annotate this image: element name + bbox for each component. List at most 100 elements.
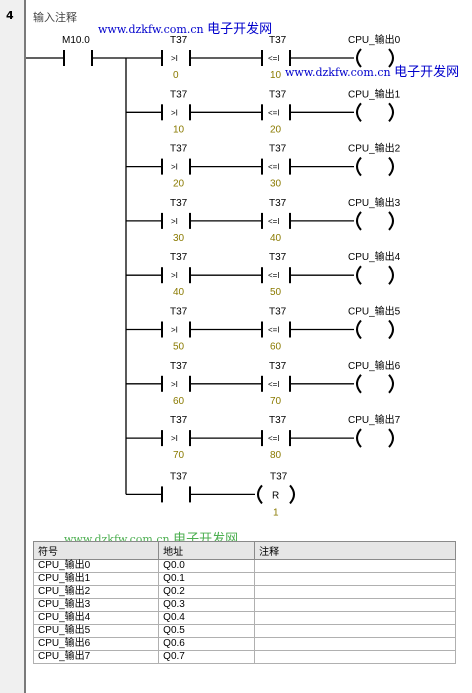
compare-gt-timer[interactable]: T37 <box>170 198 188 209</box>
address-cell[interactable]: Q0.2 <box>158 585 256 599</box>
compare-gt-timer[interactable]: T37 <box>170 415 188 426</box>
symbol-cell[interactable]: CPU_输出2 <box>32 585 160 599</box>
reset-target-label[interactable]: T37 <box>270 471 288 482</box>
symbol-cell[interactable]: CPU_输出3 <box>32 598 160 612</box>
output-coil-label[interactable]: CPU_输出7 <box>348 413 401 426</box>
compare-le-operator: <=I <box>268 380 280 389</box>
compare-le-timer[interactable]: T37 <box>269 35 287 46</box>
compare-le-value[interactable]: 40 <box>270 233 282 244</box>
compare-gt-value[interactable]: 40 <box>173 287 185 298</box>
compare-gt-timer[interactable]: T37 <box>170 307 188 318</box>
compare-le-value[interactable]: 20 <box>270 124 282 135</box>
output-coil-left-arc <box>356 428 362 448</box>
compare-le-value[interactable]: 80 <box>270 450 282 461</box>
address-cell[interactable]: Q0.6 <box>158 637 256 651</box>
symbol-cell[interactable]: CPU_输出7 <box>32 650 160 664</box>
compare-gt-timer[interactable]: T37 <box>170 144 188 155</box>
compare-gt-operator: >I <box>171 434 178 443</box>
compare-gt-operator: >I <box>171 108 178 117</box>
compare-gt-operator: >I <box>171 217 178 226</box>
output-coil-label[interactable]: CPU_输出3 <box>348 196 401 209</box>
address-cell[interactable]: Q0.0 <box>158 559 256 573</box>
compare-gt-value[interactable]: 30 <box>173 233 185 244</box>
compare-le-value[interactable]: 50 <box>270 287 282 298</box>
symbol-cell[interactable]: CPU_输出1 <box>32 572 160 586</box>
comment-cell[interactable] <box>254 598 456 612</box>
comment-cell[interactable] <box>254 611 456 625</box>
input-contact-label[interactable]: M10.0 <box>62 35 90 46</box>
compare-le-value[interactable]: 10 <box>270 70 282 81</box>
comment-cell[interactable] <box>254 650 456 664</box>
compare-le-timer[interactable]: T37 <box>269 252 287 263</box>
compare-le-timer[interactable]: T37 <box>269 89 287 100</box>
header-comment[interactable]: 注释 <box>254 541 456 560</box>
compare-gt-value[interactable]: 70 <box>173 450 185 461</box>
comment-cell[interactable] <box>254 572 456 586</box>
compare-gt-value[interactable]: 50 <box>173 342 185 353</box>
symbol-cell[interactable]: CPU_输出0 <box>32 559 160 573</box>
comment-cell[interactable] <box>254 585 456 599</box>
output-coil-label[interactable]: CPU_输出0 <box>348 33 401 46</box>
address-cell[interactable]: Q0.5 <box>158 624 256 638</box>
output-coil-right-arc <box>388 48 394 68</box>
compare-gt-timer[interactable]: T37 <box>170 89 188 100</box>
compare-le-timer[interactable]: T37 <box>269 198 287 209</box>
compare-gt-timer[interactable]: T37 <box>170 35 188 46</box>
comment-cell[interactable] <box>254 559 456 573</box>
header-symbol[interactable]: 符号 <box>32 541 160 560</box>
address-cell[interactable]: Q0.7 <box>158 650 256 664</box>
compare-le-timer[interactable]: T37 <box>269 361 287 372</box>
compare-gt-operator: >I <box>171 54 178 63</box>
output-coil-label[interactable]: CPU_输出2 <box>348 142 401 155</box>
compare-le-value[interactable]: 30 <box>270 179 282 190</box>
compare-gt-value[interactable]: 60 <box>173 396 185 407</box>
output-coil-label[interactable]: CPU_输出4 <box>348 250 401 263</box>
compare-le-operator: <=I <box>268 163 280 172</box>
address-cell[interactable]: Q0.3 <box>158 598 256 612</box>
symbol-cell[interactable]: CPU_输出5 <box>32 624 160 638</box>
compare-gt-timer[interactable]: T37 <box>170 252 188 263</box>
watermark: www.dzkfw.com.cn 电子开发网 <box>285 61 459 80</box>
compare-le-timer[interactable]: T37 <box>269 307 287 318</box>
compare-gt-operator: >I <box>171 326 178 335</box>
compare-le-value[interactable]: 70 <box>270 396 282 407</box>
reset-coil-letter: R <box>272 490 279 501</box>
compare-le-value[interactable]: 60 <box>270 342 282 353</box>
compare-gt-timer[interactable]: T37 <box>170 361 188 372</box>
output-coil-label[interactable]: CPU_输出1 <box>348 87 401 100</box>
address-cell[interactable]: Q0.1 <box>158 572 256 586</box>
network-comment[interactable]: 输入注释 <box>33 11 77 24</box>
compare-le-operator: <=I <box>268 54 280 63</box>
compare-le-operator: <=I <box>268 434 280 443</box>
compare-le-timer[interactable]: T37 <box>269 415 287 426</box>
reset-count[interactable]: 1 <box>273 507 279 518</box>
header-address[interactable]: 地址 <box>158 541 256 560</box>
reset-coil-left-arc <box>257 484 263 505</box>
compare-gt-value[interactable]: 0 <box>173 70 179 81</box>
compare-gt-operator: >I <box>171 271 178 280</box>
compare-gt-value[interactable]: 10 <box>173 124 185 135</box>
compare-le-timer[interactable]: T37 <box>269 144 287 155</box>
compare-gt-value[interactable]: 20 <box>173 179 185 190</box>
output-coil-left-arc <box>356 102 362 122</box>
reset-contact-label[interactable]: T37 <box>170 471 188 482</box>
comment-cell[interactable] <box>254 637 456 651</box>
output-coil-label[interactable]: CPU_输出5 <box>348 305 401 318</box>
network-number[interactable]: 4 <box>6 9 14 22</box>
output-coil-label[interactable]: CPU_输出6 <box>348 359 401 372</box>
address-cell[interactable]: Q0.4 <box>158 611 256 625</box>
output-coil-right-arc <box>388 319 394 340</box>
symbol-cell[interactable]: CPU_输出6 <box>32 637 160 651</box>
comment-cell[interactable] <box>254 624 456 638</box>
symbol-cell[interactable]: CPU_输出4 <box>32 611 160 625</box>
